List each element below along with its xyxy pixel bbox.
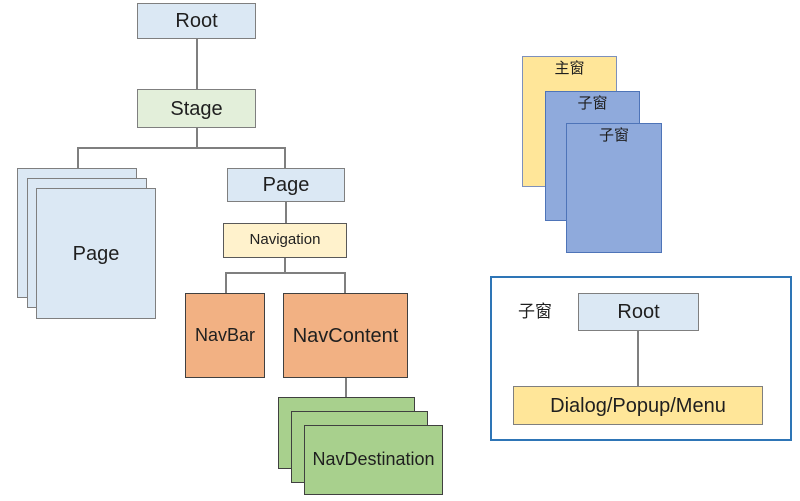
- page-stack-card-front: Page: [36, 188, 156, 319]
- navcontent-node: NavContent: [283, 293, 408, 378]
- connector-branch-navbar: [225, 272, 227, 293]
- connector-subroot-dialog: [637, 331, 639, 386]
- navdestination-card-front: NavDestination: [304, 425, 443, 495]
- page-node: Page: [227, 168, 345, 202]
- connector-root-stage: [196, 39, 198, 89]
- connector-stage-branch: [77, 147, 285, 149]
- connector-branch-pagestack: [77, 147, 79, 168]
- connector-page-navigation: [285, 202, 287, 223]
- connector-stage-down: [196, 127, 198, 148]
- connector-branch-navcontent: [344, 272, 346, 293]
- navbar-node: NavBar: [185, 293, 265, 378]
- child-window-card-2: 子窗: [566, 123, 662, 253]
- subwindow-panel-caption: 子窗: [518, 302, 552, 321]
- navigation-node: Navigation: [223, 223, 347, 258]
- stage-node: Stage: [137, 89, 256, 128]
- dialog-popup-menu-node: Dialog/Popup/Menu: [513, 386, 763, 425]
- subwindow-root-node: Root: [578, 293, 699, 331]
- connector-navigation-down: [284, 258, 286, 273]
- root-node: Root: [137, 3, 256, 39]
- connector-navigation-branch: [225, 272, 345, 274]
- connector-navcontent-navdestination: [345, 378, 347, 397]
- connector-branch-page: [284, 147, 286, 168]
